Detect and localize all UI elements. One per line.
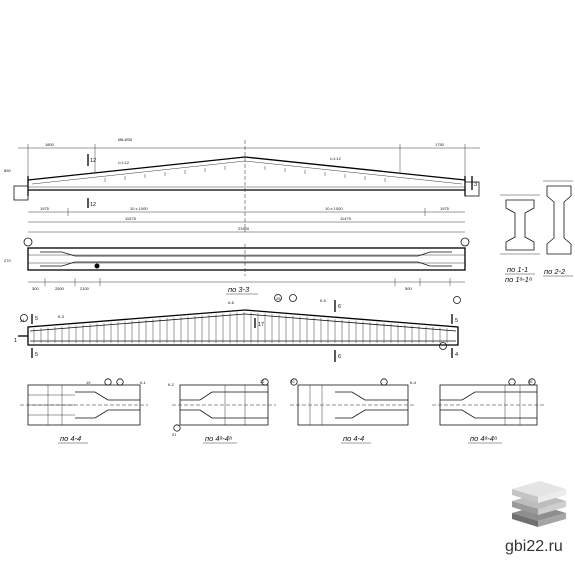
mark-5-right: 5 — [455, 318, 458, 324]
dim-spacing-left: 10 x 1000 — [130, 206, 148, 211]
dim-spacing-right: 10 x 1000 — [325, 206, 343, 211]
slope-left: i=1:12 — [118, 160, 130, 165]
section-2-2-drawing — [543, 180, 573, 255]
dim-890: 890 — [4, 168, 11, 173]
mark-21: 21 — [172, 432, 177, 437]
section-1-1-drawing — [500, 194, 540, 255]
mark-6-bottom: 6 — [338, 354, 341, 360]
stacked-slabs-icon — [512, 481, 566, 527]
section-4-4b-title: по 4-4 — [343, 434, 364, 443]
dim-right-half: 11475 — [340, 216, 352, 221]
section-4b-4b-title: по 4ᵃ-4ᵃ — [470, 434, 497, 443]
beam-elevation — [13, 140, 480, 247]
mark-25: 25 — [276, 296, 281, 301]
dim-d: 500 — [405, 286, 412, 291]
section-4-4b-drawing — [290, 378, 416, 426]
mark-12-top: 12 — [90, 158, 96, 164]
dim-1750: 1750 — [435, 142, 445, 147]
reinforcement-texts: 5 5 5 6 6 17 1 4 К-3 К-6 К-5 24 25 — [14, 296, 458, 360]
mark-k6: К-6 — [228, 300, 235, 305]
mark-24: 24 — [20, 318, 25, 323]
section-1a-1a-title: по 1ᵃ-1ᵃ — [505, 275, 532, 284]
section-2-2-title: по 2-2 — [544, 267, 566, 276]
mark-4: 4 — [455, 352, 458, 358]
section-1-1-title: по 1-1 — [507, 265, 528, 274]
mark-k3: К-3 — [58, 314, 65, 319]
mark-26: 26 — [528, 379, 533, 384]
mark-k2: К-2 — [168, 382, 175, 387]
mark-k5: К-5 — [320, 298, 327, 303]
section-4-4-title: по 4-4 — [60, 434, 81, 443]
section-4a-4a-title: по 4ᵃ-4ᵃ — [205, 434, 232, 443]
section-3-3-title: по 3-3 — [228, 285, 250, 294]
mark-k4: К-4 — [410, 380, 417, 385]
mark-3: 3 — [474, 182, 477, 188]
section-4a-4a-drawing — [172, 378, 276, 432]
dim-left-end: 1975 — [40, 206, 50, 211]
plan-section-marks: К-1 К-2 К-4 19 21 22 20 26 — [86, 379, 533, 437]
mark-12-bottom: 12 — [90, 202, 96, 208]
mark-20: 20 — [290, 379, 295, 384]
mark-6-top: 6 — [338, 304, 341, 310]
site-name[interactable]: gbi22.ru — [505, 538, 563, 555]
dim-right-end: 1975 — [440, 206, 450, 211]
dim-a: 300 — [32, 286, 39, 291]
mark-22: 22 — [260, 379, 265, 384]
dim-1800: 1800 — [45, 142, 55, 147]
mark-19: 19 — [86, 380, 91, 385]
mark-k1: К-1 — [140, 380, 147, 385]
section-4b-4b-drawing — [432, 378, 545, 426]
mark-17: 17 — [258, 322, 264, 328]
beam-plan — [27, 244, 466, 286]
plan-texts: 300 2500 2100 500 270 — [4, 258, 412, 291]
dim-c: 2100 — [80, 286, 90, 291]
dim-b: 2500 — [55, 286, 65, 291]
mark-1: 1 — [14, 338, 17, 344]
slope-right: i=1:12 — [330, 156, 342, 161]
dim-total: 23400 — [238, 226, 250, 231]
section-4-4-drawing — [20, 378, 148, 426]
dim-left-half: 11575 — [125, 216, 137, 221]
elevation-texts: 1800 1750 Ø8-Ø30 i=1:12 i=1:12 12 12 3 1… — [4, 137, 477, 231]
reinforcement-cage — [18, 294, 461, 362]
rebar-note: Ø8-Ø30 — [118, 137, 133, 142]
mark-5-left-b: 5 — [35, 352, 38, 358]
dim-270: 270 — [4, 258, 11, 263]
mark-5-left: 5 — [35, 316, 38, 322]
